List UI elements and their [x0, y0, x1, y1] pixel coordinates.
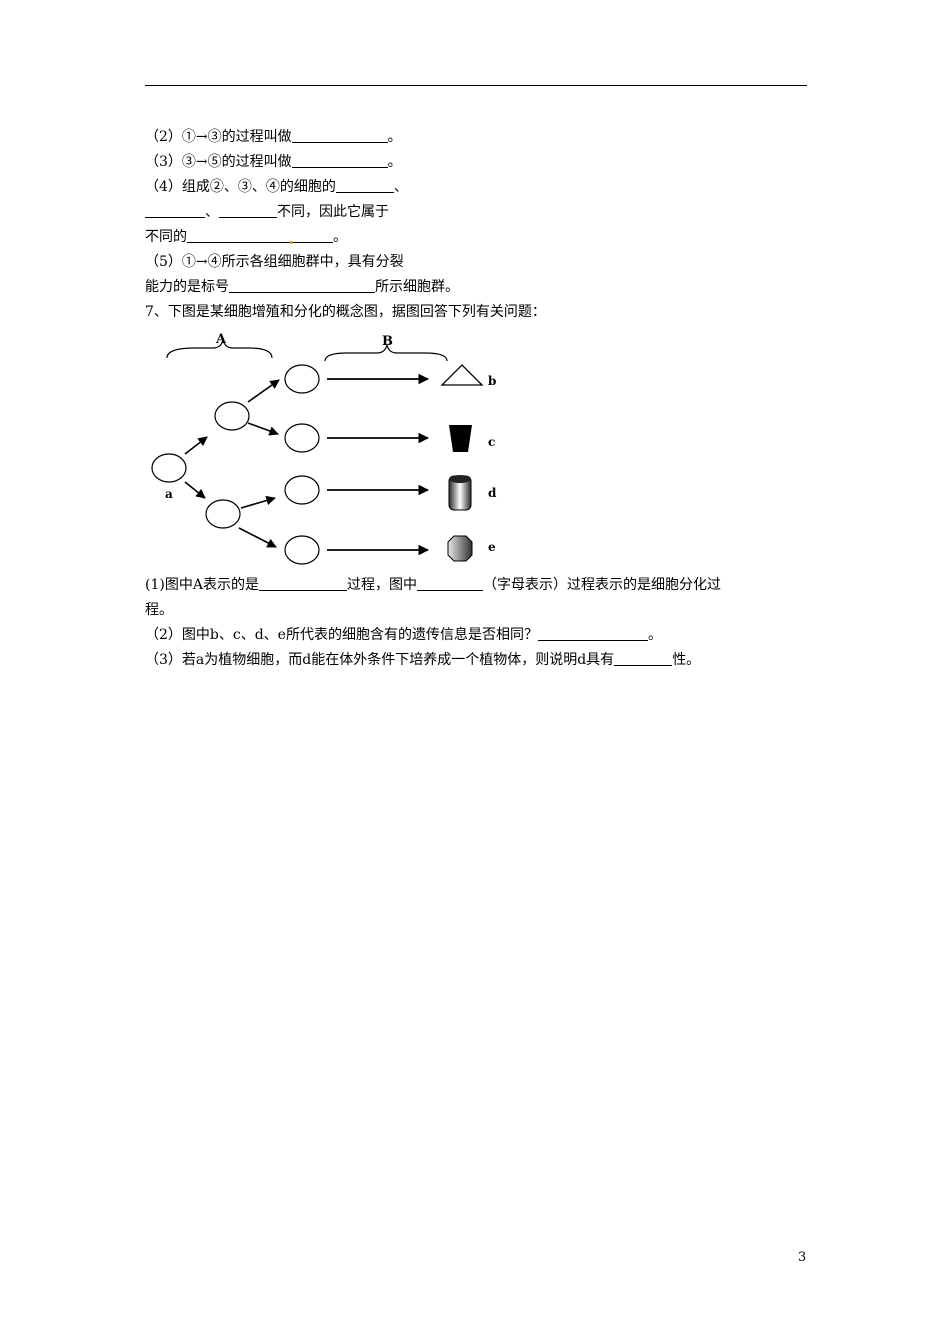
text: （字母表示）过程表示的是细胞分化过	[482, 577, 721, 593]
header-rule	[145, 85, 807, 86]
arrow	[247, 379, 280, 403]
text: （3）③→⑤的过程叫做	[145, 154, 292, 170]
text: 性。	[672, 652, 701, 668]
question-line-4: （4）组成②、③、④的细胞的 、	[145, 178, 408, 196]
cell-1	[284, 364, 320, 394]
text: 。	[333, 229, 347, 245]
label-a: a	[165, 487, 173, 501]
answer-blank[interactable]	[187, 228, 333, 244]
cell-3	[284, 475, 320, 505]
page-number: 3	[798, 1250, 807, 1265]
text: 、	[393, 179, 408, 195]
question-line-3: （3）③→⑤的过程叫做 。	[145, 153, 402, 171]
question-7-1: (1)图中A表示的是 过程，图中 （字母表示）过程表示的是细胞分化过	[145, 576, 721, 594]
text: 7、下图是某细胞增殖和分化的概念图，据图回答下列有关问题：	[145, 304, 546, 320]
brace-B	[324, 344, 448, 362]
answer-blank[interactable]	[416, 576, 483, 591]
arrow	[184, 481, 206, 499]
text: 所示细胞群。	[375, 279, 459, 295]
text: 程。	[145, 602, 173, 618]
text: 。	[387, 154, 402, 170]
arrow	[240, 495, 276, 509]
cell-lower-middle	[205, 499, 241, 529]
question-7-3: （3）若a为植物细胞，而d能在体外条件下培养成一个植物体，则说明d具有 性。	[145, 651, 700, 669]
text: （5）①→④所示各组细胞群中，具有分裂	[145, 254, 404, 270]
text: 。	[647, 627, 662, 643]
octagon-cell-e	[447, 535, 473, 562]
cell-upper-middle	[214, 401, 250, 431]
question-7-2: （2）图中b、c、d、e所代表的细胞含有的遗传信息是否相同？ 。	[145, 626, 662, 644]
answer-blank[interactable]	[291, 153, 388, 168]
text: （2）①→③的过程叫做	[145, 129, 292, 145]
text: （3）若a为植物细胞，而d能在体外条件下培养成一个植物体，则说明d具有	[145, 652, 615, 668]
answer-blank[interactable]	[335, 178, 394, 193]
cell-4	[284, 535, 320, 565]
cylinder-top	[449, 475, 471, 483]
text: 。	[387, 129, 402, 145]
arrow	[184, 436, 208, 455]
arrow	[238, 527, 277, 548]
question-7-1-cont: 程。	[145, 601, 173, 619]
answer-blank[interactable]	[614, 651, 673, 666]
label-c: c	[488, 435, 495, 449]
label-B: B	[382, 334, 393, 349]
cell-differentiation-diagram: A B a b c d e	[151, 332, 497, 565]
text: （2）图中b、c、d、e所代表的细胞含有的遗传信息是否相同？	[145, 627, 538, 643]
arrow	[247, 422, 279, 436]
label-b: b	[488, 374, 496, 388]
label-A: A	[215, 332, 227, 347]
cell-a	[151, 453, 187, 483]
text: (1)图中A表示的是	[145, 577, 259, 593]
text: 能力的是标号	[145, 279, 229, 295]
label-d: d	[488, 486, 497, 500]
text: （4）组成②、③、④的细胞的	[145, 179, 336, 195]
question-line-5-cont: 能力的是标号 所示细胞群。	[145, 278, 459, 296]
answer-blank[interactable]	[219, 203, 277, 218]
text: 、	[205, 204, 219, 220]
question-7-heading: 7、下图是某细胞增殖和分化的概念图，据图回答下列有关问题：	[145, 303, 546, 321]
answer-blank[interactable]	[145, 203, 205, 218]
label-e: e	[488, 540, 496, 554]
question-line-2: （2）①→③的过程叫做 。	[145, 128, 402, 146]
question-line-4-end: 不同的 。	[145, 228, 347, 246]
text: 不同的	[145, 229, 187, 245]
cell-2	[284, 423, 320, 453]
answer-blank[interactable]	[229, 278, 375, 293]
text: 不同，因此它属于	[277, 204, 389, 220]
trapezoid-cell-c	[449, 425, 472, 452]
text: 过程，图中	[346, 577, 417, 593]
triangle-cell-b	[440, 364, 484, 386]
brace-A	[166, 339, 273, 359]
answer-blank[interactable]	[258, 576, 347, 591]
answer-blank[interactable]	[291, 128, 388, 143]
answer-blank[interactable]	[537, 626, 648, 641]
question-line-5: （5）①→④所示各组细胞群中，具有分裂	[145, 253, 404, 271]
question-line-4-cont: 、 不同，因此它属于	[145, 203, 389, 221]
